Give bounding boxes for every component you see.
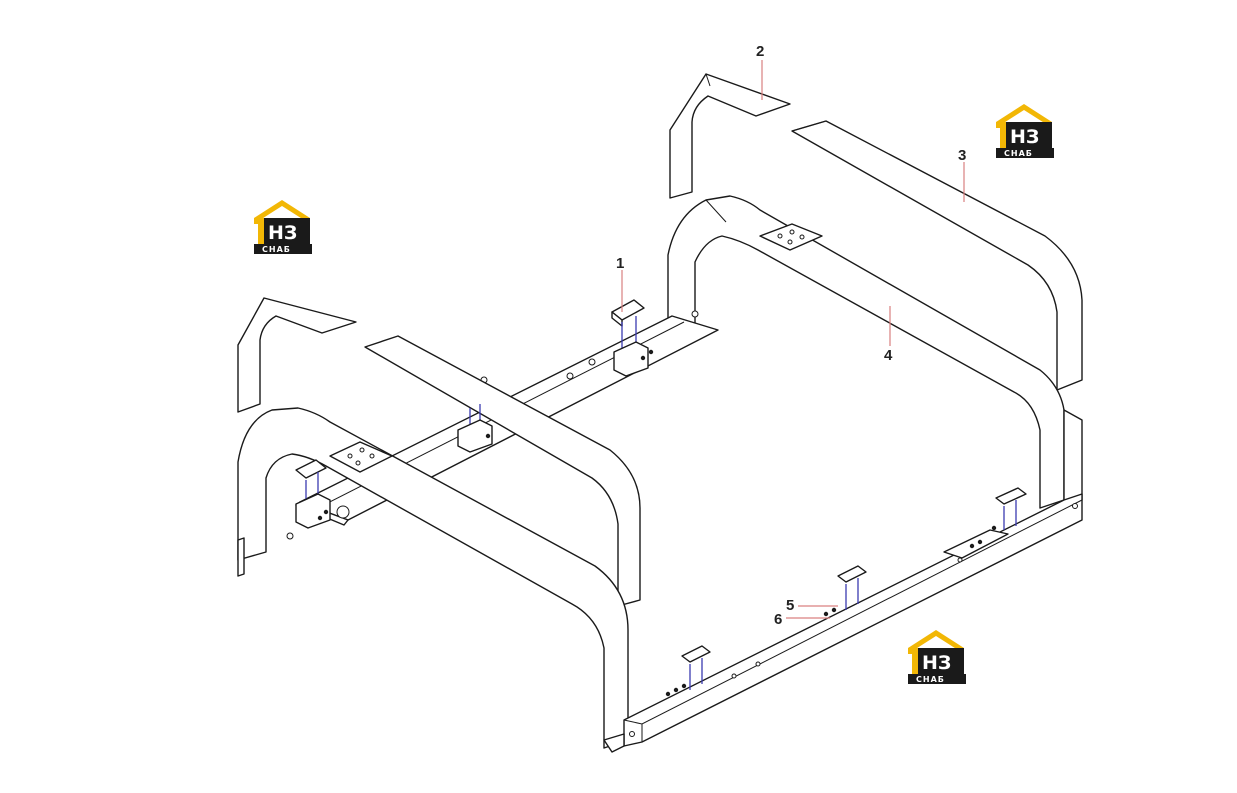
svg-text:СНАБ: СНАБ — [1004, 149, 1033, 158]
long-side-rail — [603, 493, 1083, 753]
svg-text:СНАБ: СНАБ — [916, 675, 945, 684]
center-beam-bump-stop — [457, 404, 493, 453]
front-left-bump-stop — [295, 459, 331, 529]
svg-text:НЗ: НЗ — [1010, 126, 1039, 148]
callout-1: 1 — [616, 255, 624, 272]
callout-5: 5 — [786, 597, 794, 614]
watermark-logo-bottom-right: НЗ СНАБ — [908, 630, 966, 684]
svg-text:НЗ: НЗ — [922, 652, 951, 674]
watermark-logo-top-right: НЗ СНАБ — [996, 104, 1054, 158]
svg-text:СНАБ: СНАБ — [262, 245, 291, 254]
part-2-rear-corner-bracket — [669, 73, 791, 199]
front-top-strap — [364, 335, 641, 607]
callout-3: 3 — [958, 147, 966, 164]
callout-6: 6 — [774, 611, 782, 628]
part-3-rear-strap — [791, 120, 1083, 391]
watermark-logo-left: НЗ СНАБ — [254, 200, 312, 254]
part-1-bump-stop — [611, 299, 654, 377]
front-corner-bracket — [237, 297, 357, 413]
part-4-rear-arch — [667, 195, 1083, 509]
leader-lines — [621, 60, 965, 619]
svg-text:НЗ: НЗ — [268, 222, 297, 244]
rail-bump-stop-middle — [823, 565, 867, 617]
rail-bump-stop-right — [943, 487, 1027, 559]
callout-2: 2 — [756, 43, 764, 60]
callout-4: 4 — [884, 347, 893, 364]
rail-bump-stop-left — [665, 645, 711, 697]
